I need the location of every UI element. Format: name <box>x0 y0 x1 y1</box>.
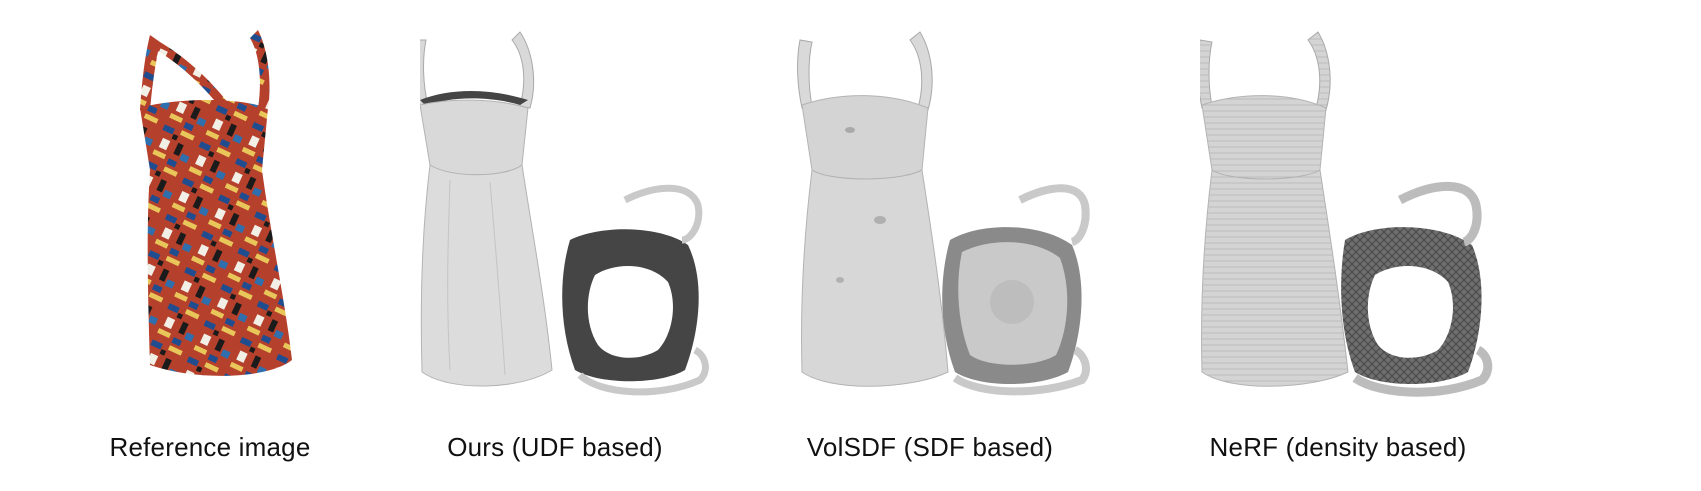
caption-ours: Ours (UDF based) <box>447 432 663 462</box>
caption-reference: Reference image <box>109 432 311 462</box>
panel-nerf: NeRF (density based) <box>1200 0 1580 491</box>
panel-ours: Ours (UDF based) <box>420 0 750 491</box>
panel-volsdf: VolSDF (SDF based) <box>790 0 1150 491</box>
reference-dress-image <box>140 30 292 376</box>
ours-mesh-render <box>420 31 709 396</box>
volsdf-mesh-render <box>797 31 1090 396</box>
panel-reference: Reference image <box>0 0 420 491</box>
nerf-mesh-render <box>1200 31 1493 397</box>
caption-nerf: NeRF (density based) <box>1209 432 1467 462</box>
caption-volsdf: VolSDF (SDF based) <box>806 432 1054 462</box>
